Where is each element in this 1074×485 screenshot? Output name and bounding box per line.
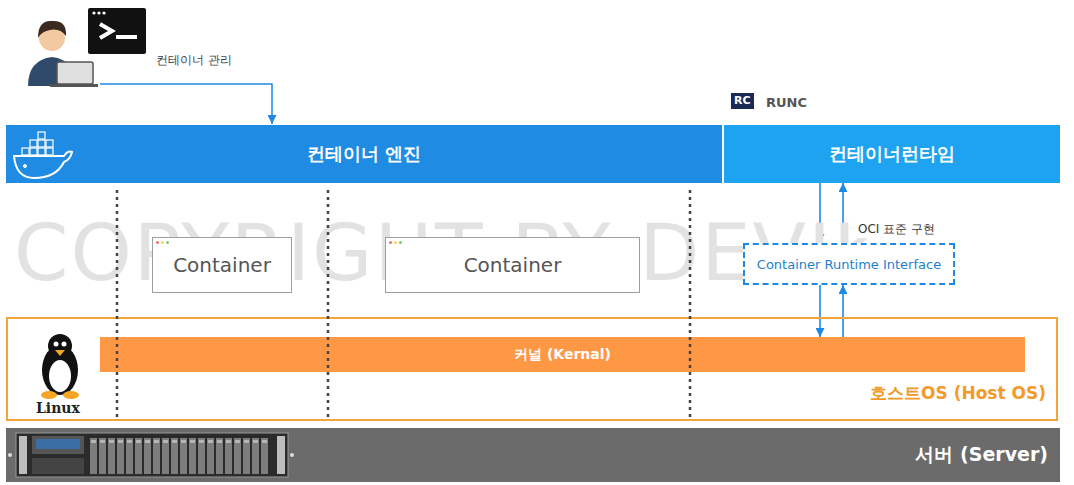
penguin-foot — [41, 391, 57, 399]
manage-arrow — [100, 84, 272, 124]
whale-eye — [24, 165, 27, 168]
node-text: 호스트OS (Host OS) — [870, 382, 1046, 405]
server-handle — [19, 436, 27, 474]
penguin-beak — [55, 350, 65, 356]
cursor-symbol — [116, 35, 137, 39]
user-icon — [28, 21, 98, 87]
terminal-window — [88, 8, 146, 54]
linux-penguin — [41, 334, 79, 399]
node-text: Container Runtime Interface — [757, 257, 941, 272]
user-face — [39, 25, 65, 51]
drive-bays — [90, 438, 270, 474]
engine-band: 컨테이너 엔진 — [6, 125, 722, 183]
docker-logo — [14, 132, 72, 178]
whale-container — [30, 140, 37, 147]
whale-container — [22, 148, 29, 155]
prompt-symbol — [100, 24, 112, 38]
node-text: 컨테이너 엔진 — [307, 142, 421, 166]
server-band: 서버 (Server) — [6, 428, 1060, 482]
kernel-bar: 커널 (Kernal) — [100, 337, 1025, 372]
container-box: Container — [385, 237, 640, 293]
server-handle — [277, 436, 285, 474]
node-text: 커널 (Kernal) — [514, 346, 611, 364]
host-os-region: 호스트OS (Host OS) 커널 (Kernal) — [6, 317, 1058, 421]
server-chassis — [16, 433, 288, 477]
node-text: Container — [173, 253, 271, 277]
terminal-icon — [88, 8, 146, 54]
node-text: 서버 (Server) — [915, 442, 1048, 468]
user-hair — [38, 21, 66, 38]
penguin-eye — [62, 342, 67, 347]
rack-screw — [8, 453, 12, 457]
laptop-screen — [57, 62, 93, 84]
terminal-dot — [97, 11, 100, 14]
whale-container — [38, 140, 45, 147]
penguin-eye — [54, 342, 59, 347]
action-label: 컨테이너 관리 — [156, 52, 232, 69]
terminal-dot — [102, 11, 105, 14]
rack-screw — [290, 453, 294, 457]
separator-line — [327, 190, 330, 420]
server-panel — [32, 436, 84, 454]
user-body — [28, 57, 76, 86]
terminal-dot — [92, 11, 95, 14]
penguin-foot — [63, 391, 79, 399]
whale-container — [38, 148, 45, 155]
separator-line — [689, 190, 692, 420]
os-name: Linux — [36, 400, 80, 416]
interface-box: Container Runtime Interface — [743, 243, 955, 285]
node-text: 컨테이너런타임 — [829, 142, 955, 166]
edge-label: OCI 표준 구현 — [856, 221, 937, 238]
whale-container — [30, 148, 37, 155]
separator-lines — [117, 190, 690, 420]
whale-body — [14, 152, 72, 179]
penguin-belly — [49, 360, 71, 392]
penguin-head — [48, 334, 72, 358]
runtime-name: RUNC — [766, 95, 807, 110]
server-rack — [8, 433, 294, 477]
node-text: Container — [464, 253, 562, 277]
whale-container — [46, 140, 53, 147]
server-display — [36, 439, 80, 449]
logo-mark: RC — [731, 93, 754, 109]
runtime-band: 컨테이너런타임 — [724, 125, 1060, 183]
whale-container — [38, 132, 45, 139]
separator-line — [116, 190, 119, 420]
laptop-base — [50, 84, 98, 87]
whale-container — [46, 148, 53, 155]
penguin-body — [42, 345, 78, 395]
container-box: Container — [152, 237, 292, 293]
server-panel — [32, 458, 84, 474]
